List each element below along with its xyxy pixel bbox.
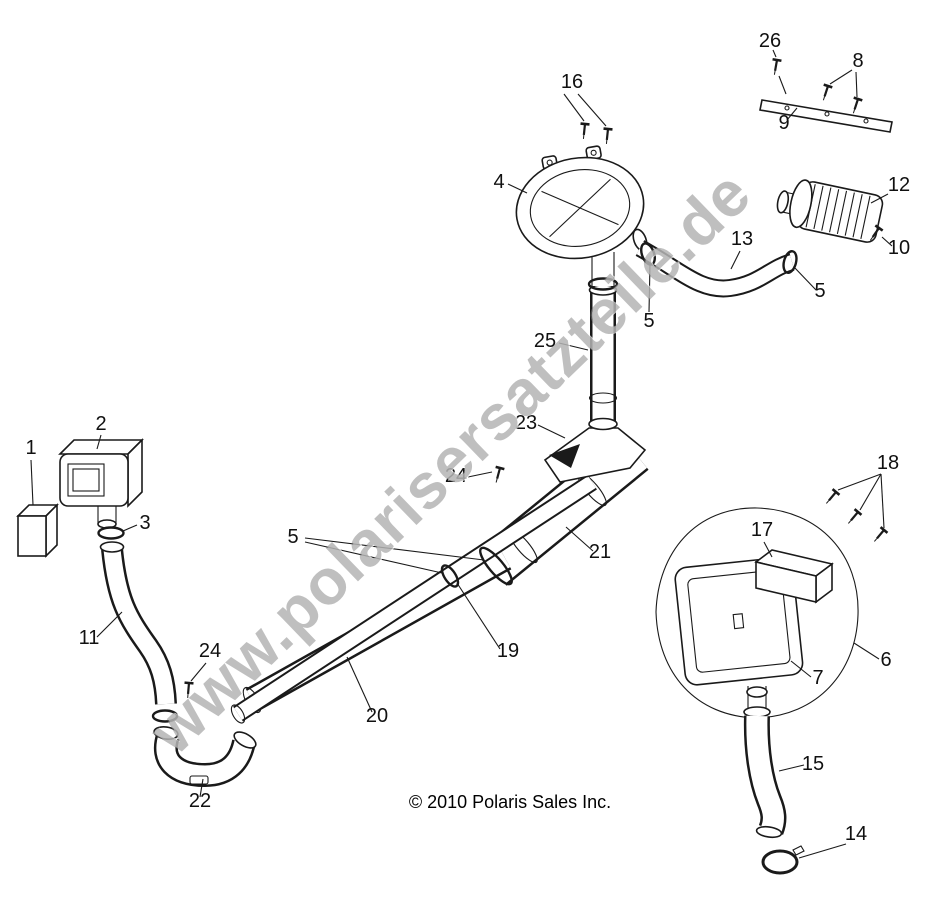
part-15-tube: [743, 706, 787, 839]
part-17-foam: [754, 549, 834, 604]
screw-icon: [869, 525, 889, 546]
callout-1: 1: [25, 437, 36, 459]
screw-icon: [768, 57, 783, 77]
screw-icon: [490, 465, 506, 485]
callout-24-bottom: 24: [199, 640, 221, 662]
part-14-clamp: [761, 845, 805, 875]
callout-11: 11: [79, 627, 100, 649]
screw-icon: [817, 83, 834, 103]
callout-7: 7: [812, 667, 823, 689]
part-13-hose: [635, 240, 795, 298]
callout-3: 3: [139, 512, 150, 534]
part-4-airbox-cover: [515, 145, 648, 288]
callout-23: 23: [515, 412, 537, 434]
screw-icon: [843, 507, 863, 528]
part-9-bracket: [759, 99, 893, 133]
part-23-junction: [543, 427, 647, 483]
callout-16: 16: [561, 71, 583, 93]
callout-5-mid: 5: [643, 310, 654, 332]
callout-10: 10: [888, 237, 910, 259]
copyright-text: © 2010 Polaris Sales Inc.: [408, 792, 612, 812]
callout-6: 6: [880, 649, 891, 671]
callout-19: 19: [497, 640, 519, 662]
part-12-air-filter: [776, 179, 884, 243]
callout-12: 12: [888, 174, 910, 196]
callout-9: 9: [778, 112, 789, 134]
screw-icon: [847, 96, 864, 116]
part-25-duct: [588, 284, 618, 431]
screw-icon: [577, 122, 591, 141]
callout-labels: 26 8 16 9 4 12 10 13 5 5 25 23 24 2 1 3 …: [25, 30, 910, 845]
part-18-screws: [821, 487, 889, 546]
part-16-screws: [577, 122, 614, 146]
part-26-screw: [768, 57, 783, 77]
flow-arrow-icon: [549, 444, 580, 468]
callout-26: 26: [759, 30, 781, 52]
callout-5-left: 5: [287, 526, 298, 548]
screw-icon: [181, 681, 195, 700]
part-1-box: [16, 503, 59, 558]
callout-8: 8: [852, 50, 863, 72]
part-5-clamps: [440, 242, 798, 588]
part-19-tube: [230, 474, 597, 724]
callout-4: 4: [493, 171, 504, 193]
callout-13: 13: [731, 228, 753, 250]
callout-15: 15: [802, 753, 824, 775]
callout-14: 14: [845, 823, 867, 845]
part-3-clamp: [97, 526, 125, 540]
callout-20: 20: [366, 705, 388, 727]
part-22-duct: [151, 709, 257, 788]
part-2-resonator-box: [58, 438, 144, 529]
leader-lines: [30, 49, 893, 859]
callout-2: 2: [95, 413, 106, 435]
callout-24-top: 24: [445, 465, 467, 487]
callout-25: 25: [534, 330, 556, 352]
callout-22: 22: [189, 790, 211, 812]
callout-21: 21: [589, 541, 611, 563]
screw-icon: [821, 487, 841, 508]
callout-17: 17: [751, 519, 773, 541]
callout-18: 18: [877, 452, 899, 474]
screw-icon: [600, 127, 614, 146]
callout-5-right: 5: [814, 280, 825, 302]
part-11-hose: [99, 541, 177, 705]
